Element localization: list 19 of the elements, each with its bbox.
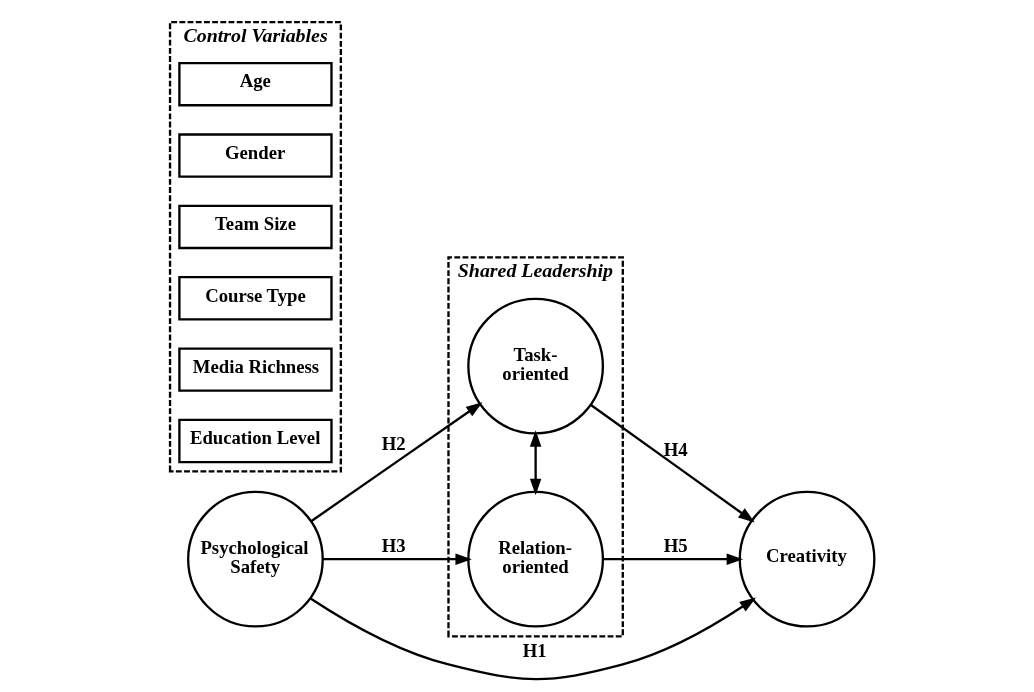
arrow [589, 404, 755, 523]
node-box: Gender [177, 133, 333, 178]
arrow [309, 597, 756, 681]
arrow [310, 402, 482, 523]
node-box: Media Richness [177, 347, 333, 392]
arrow [322, 553, 472, 565]
node-box: Age [177, 61, 333, 107]
node-box: Education Level [177, 418, 333, 464]
arrow [602, 553, 743, 565]
node-circle: Relation-oriented [466, 490, 604, 628]
edge-label: H2 [381, 433, 406, 455]
node-circle: Psychological Safety [186, 490, 324, 628]
edge-label: H5 [663, 534, 688, 556]
node-box: Course Type [177, 276, 333, 321]
edge-label: H1 [522, 640, 547, 662]
arrow [529, 430, 541, 496]
node-box: Team Size [177, 204, 333, 250]
edge-label: H3 [381, 534, 406, 556]
edge-label: H4 [663, 438, 688, 460]
